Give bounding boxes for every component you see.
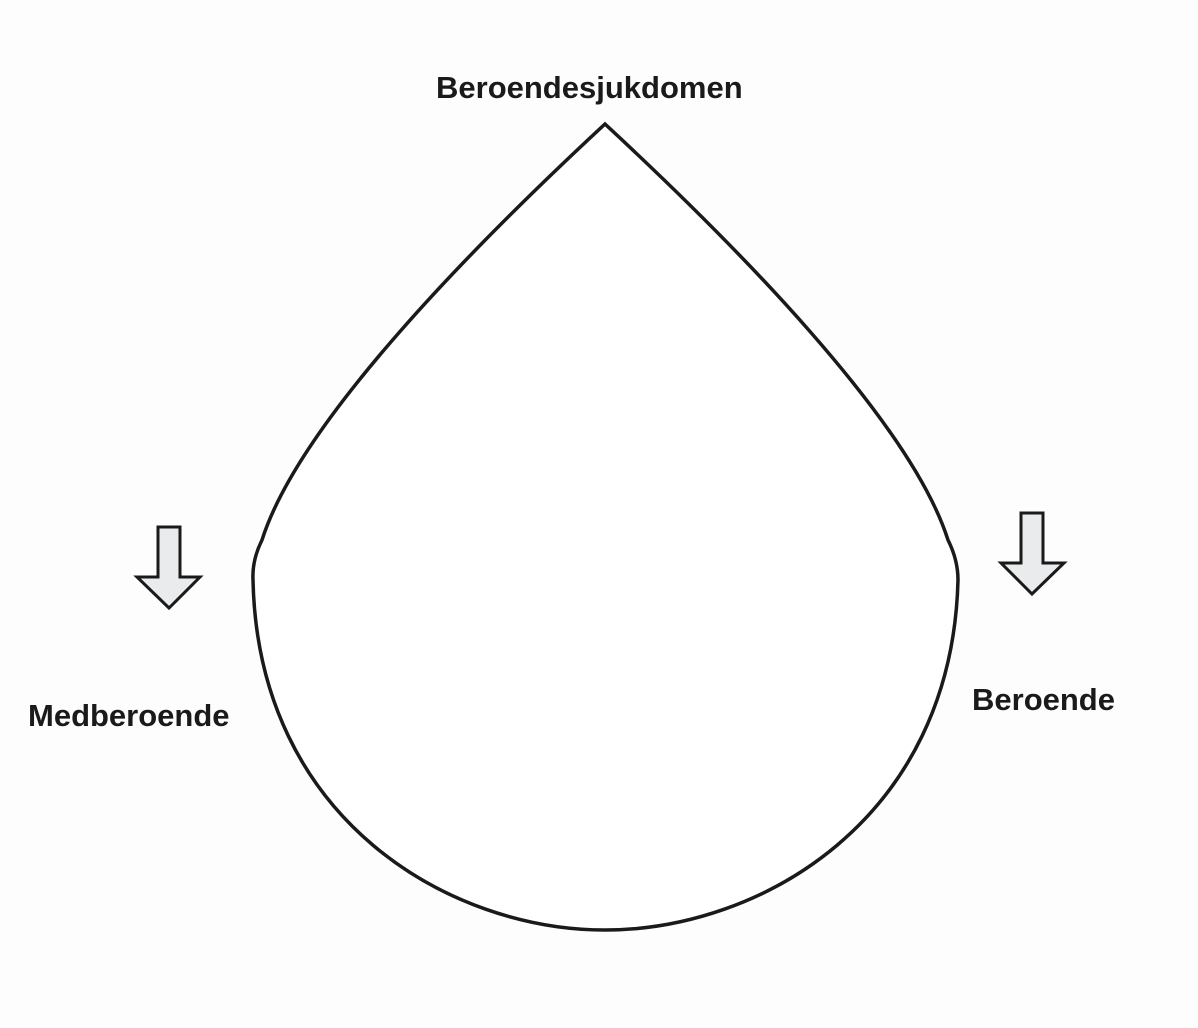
right-label: Beroende (972, 682, 1115, 717)
top-label: Beroendesjukdomen (436, 70, 743, 105)
down-arrow-icon (997, 511, 1068, 597)
left-label: Medberoende (28, 698, 230, 733)
drop-shape (251, 121, 960, 932)
down-arrow-icon (133, 525, 204, 611)
